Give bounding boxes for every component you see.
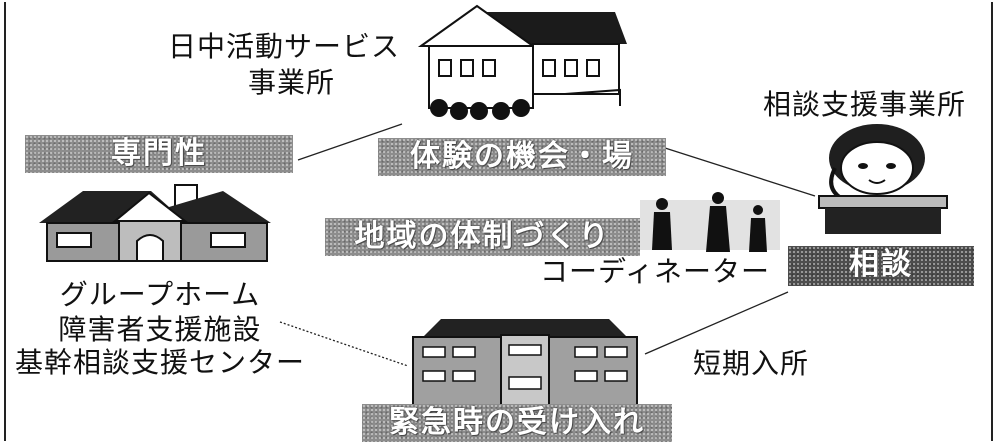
group-home-building-illustration xyxy=(39,184,271,262)
diagram-frame xyxy=(4,2,993,441)
box-community-system: 地域の体制づくり xyxy=(325,218,640,256)
day-activity-building-illustration xyxy=(417,4,627,120)
label-group-home: グループホーム xyxy=(59,278,261,311)
box-experience-opportunity: 体験の機会・場 xyxy=(378,138,666,176)
line-facility-to-short-stay-building xyxy=(279,321,409,367)
line-experience-to-consultation xyxy=(664,147,816,197)
label-disability-facility: 障害者支援施設 xyxy=(58,313,262,346)
box-emergency-acceptance: 緊急時の受け入れ xyxy=(362,404,672,442)
label-coordinator: コーディネーター xyxy=(540,255,771,288)
consultation-staff-illustration xyxy=(818,124,948,234)
label-consultation-office: 相談支援事業所 xyxy=(763,88,967,121)
line-short-stay-building-to-consultation xyxy=(644,291,789,355)
label-short-stay: 短期入所 xyxy=(693,347,810,380)
label-core-consultation-center: 基幹相談支援センター xyxy=(14,346,305,379)
label-day-activity-line2: 事業所 xyxy=(247,66,335,99)
box-expertise: 専門性 xyxy=(25,135,293,173)
box-consultation: 相談 xyxy=(788,246,974,286)
label-day-activity-line1: 日中活動サービス xyxy=(167,30,400,63)
short-stay-building-illustration xyxy=(412,319,638,406)
coordinator-people-illustration xyxy=(640,192,780,252)
line-expertise-to-day-activity xyxy=(297,123,403,161)
